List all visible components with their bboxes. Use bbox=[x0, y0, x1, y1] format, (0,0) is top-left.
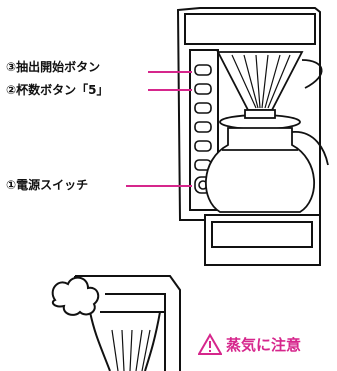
panel-button-3[interactable] bbox=[194, 102, 212, 114]
start-brew-leader bbox=[148, 71, 192, 73]
warning-triangle-icon bbox=[198, 333, 222, 355]
cup-count-leader bbox=[148, 89, 192, 91]
cup-count-button[interactable] bbox=[194, 83, 212, 95]
steam-warning-text: 蒸気に注意 bbox=[226, 335, 302, 354]
steam-closeup bbox=[51, 275, 181, 371]
coffee-server bbox=[205, 127, 329, 213]
start-brew-label: ③抽出開始ボタン bbox=[6, 60, 101, 74]
cup-count-label: ②杯数ボタン「5」 bbox=[6, 83, 109, 97]
steam-cloud bbox=[51, 276, 100, 316]
power-switch-label: ①電源スイッチ bbox=[6, 178, 89, 192]
dripper bbox=[216, 51, 323, 130]
panel-button-5[interactable] bbox=[194, 140, 212, 152]
start-brew-button[interactable] bbox=[194, 64, 212, 76]
power-switch-leader bbox=[126, 185, 192, 187]
steam-warning: 蒸気に注意 bbox=[198, 333, 301, 355]
panel-button-4[interactable] bbox=[194, 121, 212, 133]
